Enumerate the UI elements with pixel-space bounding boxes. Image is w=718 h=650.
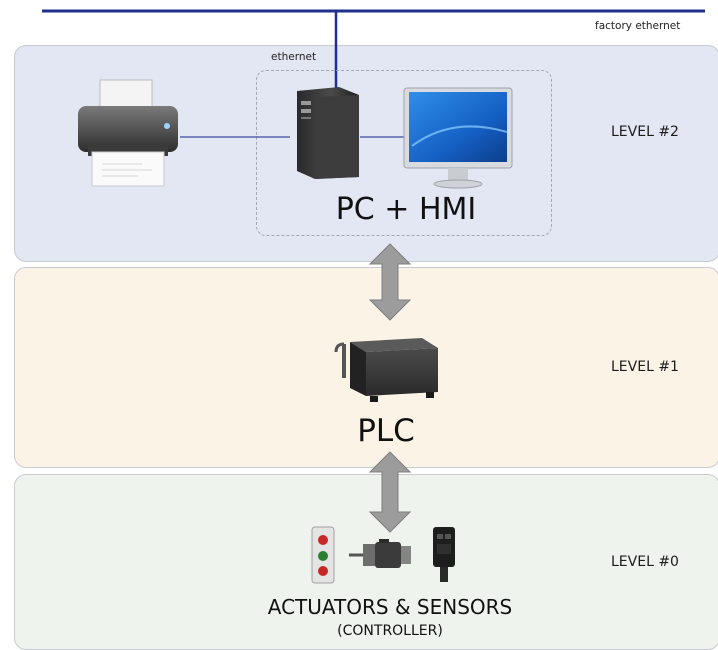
sensor-icon xyxy=(433,527,455,582)
pushbutton-station-icon xyxy=(311,526,335,584)
level2-level1-arrow xyxy=(368,243,412,321)
plc-caption: PLC xyxy=(357,413,415,449)
level-2-label: LEVEL #2 xyxy=(611,124,679,140)
factory-ethernet-label: factory ethernet xyxy=(595,20,681,32)
level-1-label: LEVEL #1 xyxy=(611,359,679,375)
actuators-sensors-caption: ACTUATORS & SENSORS xyxy=(267,595,513,619)
printer-icon xyxy=(78,79,178,187)
ethernet-label: ethernet xyxy=(271,51,317,63)
pc-tower-icon xyxy=(297,87,359,179)
factory-ethernet-line xyxy=(42,9,705,95)
level-0-label: LEVEL #0 xyxy=(611,554,679,570)
monitor-icon xyxy=(403,87,513,189)
level1-level0-arrow xyxy=(368,451,412,533)
ethernet-link-line xyxy=(180,136,404,138)
motor-icon xyxy=(349,539,411,568)
controller-subcaption: (CONTROLLER) xyxy=(337,623,443,639)
plc-icon xyxy=(334,338,438,402)
pc-hmi-group xyxy=(256,70,552,236)
pc-hmi-caption: PC + HMI xyxy=(335,192,477,227)
